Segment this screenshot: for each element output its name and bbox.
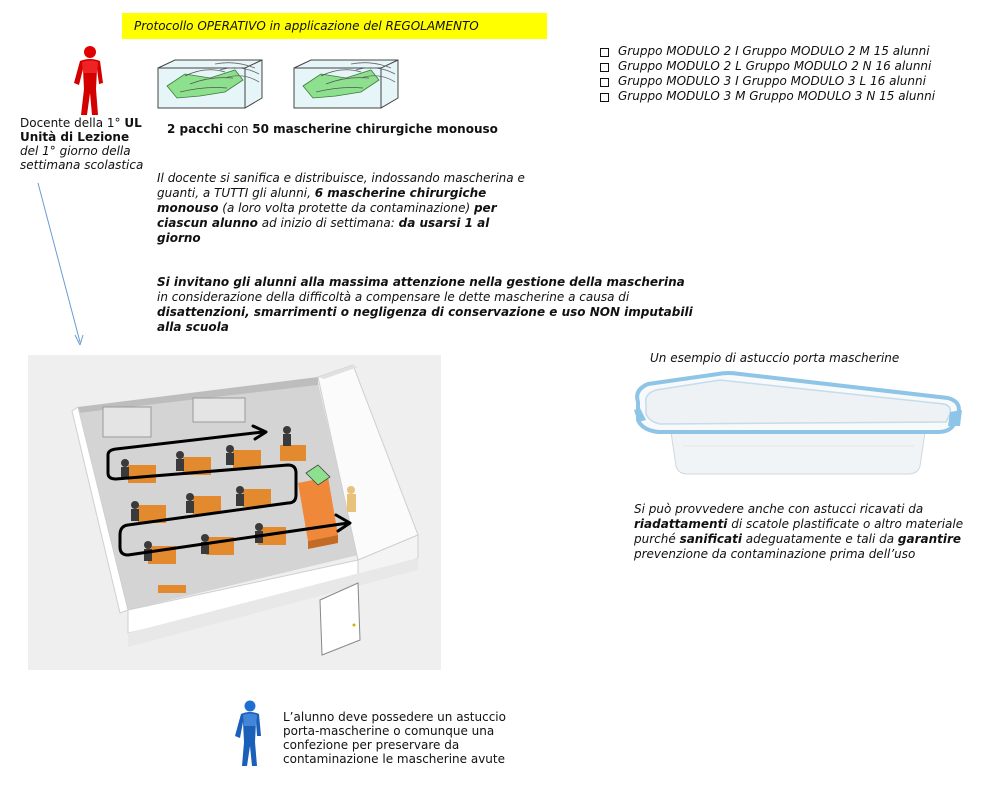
packs-caption: 2 pacchi con 50 mascherine chirurgiche m… (167, 122, 498, 136)
student-figure-icon (235, 700, 261, 766)
para1-text: (a loro volta protette da contaminazione… (218, 201, 474, 215)
teacher-line: Docente della 1° (20, 116, 125, 130)
group-item: Gruppo MODULO 3 I Gruppo MODULO 3 L 16 a… (600, 74, 975, 89)
para3-bold: sanificati (679, 532, 742, 546)
para3-text: prevenzione da contaminazione prima dell… (634, 547, 916, 561)
groups-list: Gruppo MODULO 2 I Gruppo MODULO 2 M 15 a… (600, 44, 975, 104)
para2-bold: Si invitano gli alunni alla massima atte… (157, 275, 685, 289)
classroom-svg (71, 364, 419, 656)
distribution-paragraph: Il docente si sanifica e distribuisce, i… (157, 171, 537, 246)
para1-text: ad inizio di settimana: (257, 216, 399, 230)
teacher-description: Docente della 1° UL Unità di Lezione del… (20, 116, 155, 172)
group-label: Gruppo MODULO 2 L Gruppo MODULO 2 N 16 a… (618, 59, 932, 73)
teacher-figure-icon (74, 46, 103, 115)
group-label: Gruppo MODULO 3 M Gruppo MODULO 3 N 15 a… (618, 89, 936, 103)
para1-bold: per ciascun alunno (157, 201, 497, 230)
attention-paragraph: Si invitano gli alunni alla massima atte… (157, 275, 717, 335)
checkbox-icon (600, 47, 609, 57)
para3-text: di scatole plastificate o altro material… (634, 517, 964, 546)
group-item: Gruppo MODULO 2 L Gruppo MODULO 2 N 16 a… (600, 59, 975, 74)
teacher-day: del 1° giorno della settimana scolastica (20, 144, 144, 172)
student-description: L’alunno deve possedere un astuccio port… (283, 710, 506, 766)
checkbox-icon (600, 62, 609, 72)
mask-case-icon (634, 371, 962, 475)
para1-bold: da usarsi 1 al giorno (157, 216, 490, 245)
document-banner: Protocollo OPERATIVO in applicazione del… (122, 13, 547, 39)
para3-bold: garantire (897, 532, 962, 546)
para1-text: Il docente si sanifica e distribuisce, i… (157, 171, 525, 200)
para3-bold: riadattamenti (634, 517, 728, 531)
classroom-illustration (28, 355, 441, 670)
group-item: Gruppo MODULO 3 M Gruppo MODULO 3 N 15 a… (600, 89, 975, 104)
checkbox-icon (600, 92, 609, 102)
para2-bold: disattenzioni, smarrimenti o negligenza … (157, 305, 693, 334)
packs-count: 2 pacchi (167, 122, 224, 136)
banner-title: Protocollo OPERATIVO in applicazione del… (134, 19, 479, 33)
case-paragraph: Si può provvedere anche con astucci rica… (634, 502, 979, 562)
teacher-ul: UL (124, 116, 142, 130)
mask-pack-icon (293, 59, 399, 109)
mask-pack-icon (157, 59, 263, 109)
group-label: Gruppo MODULO 2 I Gruppo MODULO 2 M 15 a… (618, 44, 930, 58)
teacher-unit: Unità di Lezione (20, 130, 130, 144)
packs-masks: 50 mascherine chirurgiche monouso (252, 122, 498, 136)
packs-with: con (223, 122, 253, 136)
group-item: Gruppo MODULO 2 I Gruppo MODULO 2 M 15 a… (600, 44, 975, 59)
box-caption: Un esempio di astuccio porta mascherine (650, 351, 900, 365)
checkbox-icon (600, 77, 609, 87)
para2-text: in considerazione della difficoltà a com… (157, 290, 630, 304)
group-label: Gruppo MODULO 3 I Gruppo MODULO 3 L 16 a… (618, 74, 926, 88)
para1-bold: 6 mascherine chirurgiche monouso (157, 186, 487, 215)
para3-text: Si può provvedere anche con astucci rica… (634, 502, 924, 516)
para3-text: adeguatamente e tali da (741, 532, 898, 546)
